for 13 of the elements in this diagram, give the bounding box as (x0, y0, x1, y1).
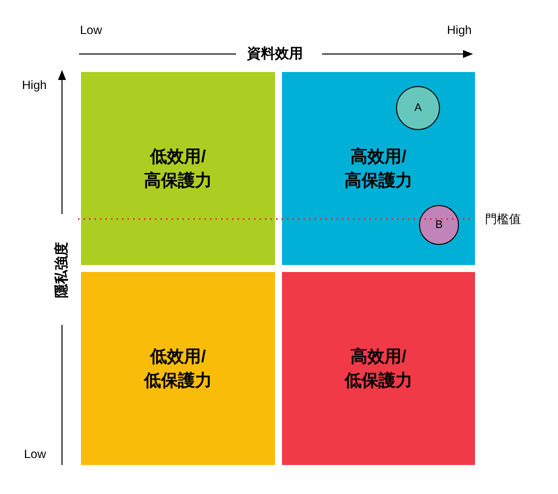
quadrant-box: 低效用/低保護力 (81, 272, 275, 465)
data-point-circle: A (396, 86, 440, 130)
quadrant-box: 低效用/高保護力 (81, 72, 275, 265)
axis-end-label: High (447, 23, 472, 37)
quadrant-box: 高效用/高保護力 A B (282, 72, 475, 265)
axis-end-label: Low (80, 23, 102, 37)
axis-title: 隱私強度 (53, 242, 70, 298)
axis-end-label: Low (24, 447, 46, 461)
axis-end-label: High (22, 78, 47, 92)
quadrant-box: 高效用/低保護力 (282, 272, 475, 465)
axis-title: 資料效用 (247, 45, 303, 63)
data-point-circle: B (419, 205, 459, 245)
threshold-label: 門檻值 (485, 211, 521, 228)
